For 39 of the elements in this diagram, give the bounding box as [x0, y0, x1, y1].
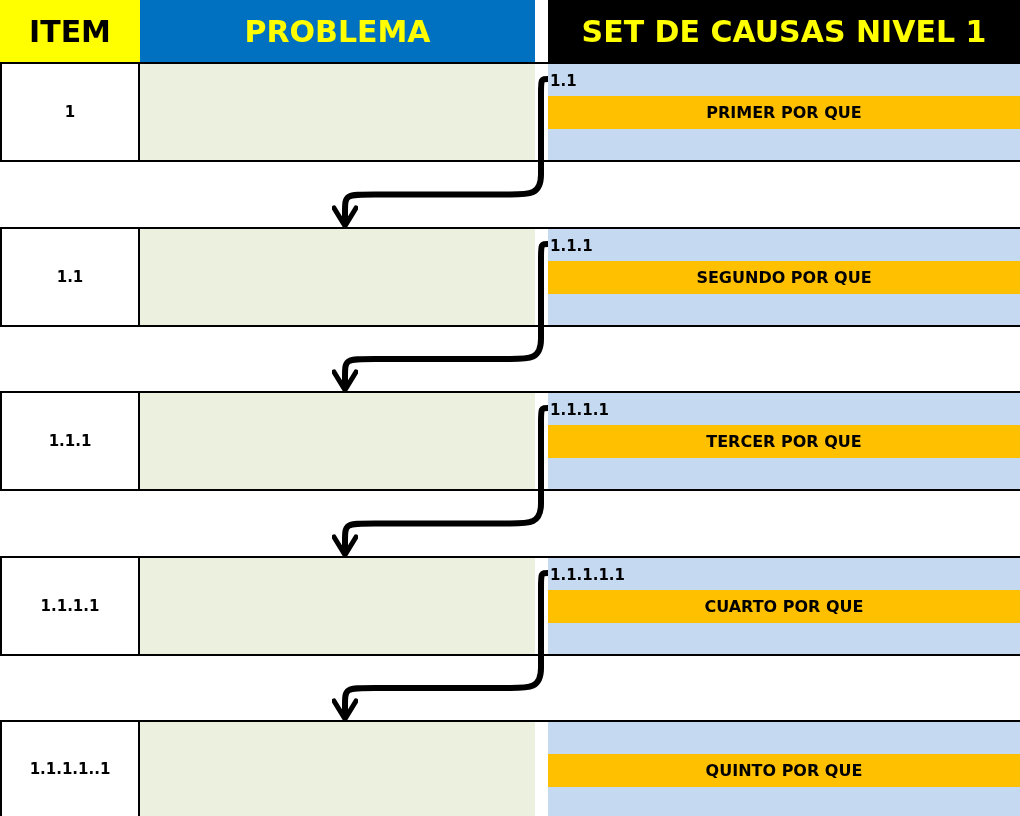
problem-cell: [140, 720, 535, 816]
item-cell: [0, 720, 140, 816]
cause-title: SEGUNDO POR QUE: [548, 261, 1020, 294]
problem-cell: [140, 227, 535, 327]
cause-title: PRIMER POR QUE: [548, 96, 1020, 129]
cause-cell: [548, 556, 1020, 656]
cause-number: 1.1: [550, 72, 577, 90]
header-bar: [548, 0, 1020, 62]
curved-arrow: [331, 241, 549, 393]
item-cell: [0, 556, 140, 656]
item-cell: [0, 227, 140, 327]
problem-cell: [140, 556, 535, 656]
cause-title: QUINTO POR QUE: [548, 754, 1020, 787]
curved-arrow: [331, 405, 549, 558]
item-number: 1.1.1: [48, 432, 92, 450]
item-number: 1.1.1.1: [40, 597, 100, 615]
curved-arrow: [331, 570, 549, 722]
cause-cell: [548, 391, 1020, 491]
column-header: ITEM: [29, 13, 111, 49]
column-header: SET DE CAUSAS NIVEL 1: [581, 13, 987, 49]
header-bar: [140, 0, 535, 62]
header-bar: [0, 0, 140, 62]
cause-number: 1.1.1: [550, 237, 593, 255]
item-number: 1.1: [56, 268, 84, 286]
curved-arrow: [331, 76, 549, 229]
cause-number: 1.1.1.1: [550, 401, 609, 419]
problem-cell: [140, 391, 535, 491]
item-number: 1: [64, 103, 76, 121]
cause-cell: [548, 720, 1020, 816]
cause-title: TERCER POR QUE: [548, 425, 1020, 458]
problem-cell: [140, 62, 535, 162]
cause-number: 1.1.1.1.1: [550, 566, 625, 584]
item-cell: [0, 62, 140, 162]
cause-cell: [548, 227, 1020, 327]
cause-cell: [548, 62, 1020, 162]
item-number: 1.1.1.1..1: [29, 760, 111, 778]
column-header: PROBLEMA: [244, 13, 431, 49]
cause-title: CUARTO POR QUE: [548, 590, 1020, 623]
item-cell: [0, 391, 140, 491]
